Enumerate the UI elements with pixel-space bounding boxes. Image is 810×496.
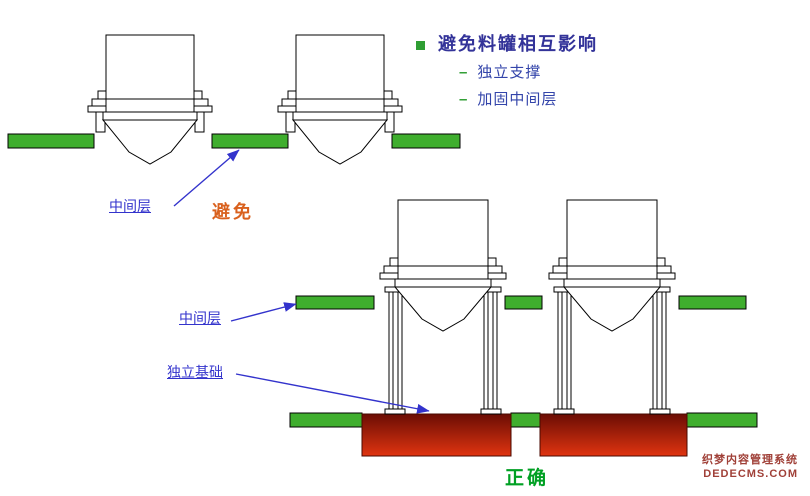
watermark: 织梦内容管理系统 DEDECMS.COM <box>630 453 798 481</box>
tank-top-right <box>277 34 403 165</box>
arrow-independent-foundation <box>235 373 430 414</box>
label-middle-layer-top: 中间层 <box>109 198 151 214</box>
watermark-line2: DEDECMS.COM <box>703 468 798 480</box>
tank-supported-right <box>548 199 676 415</box>
ground-bar-left <box>289 412 363 428</box>
label-middle-layer-bottom: 中间层 <box>179 310 221 326</box>
bullet-square-icon <box>416 41 425 50</box>
middle-layer-bar-bottom-right <box>678 295 747 310</box>
correct-label: 正确 <box>505 468 550 489</box>
sub-item-1: –独立支撑 <box>459 61 541 82</box>
sub-item-2: –加固中间层 <box>459 88 557 109</box>
ground-bar-center <box>510 412 541 428</box>
dash-icon: – <box>459 91 469 108</box>
avoid-label: 避免 <box>212 202 254 222</box>
dash-icon: – <box>459 64 469 81</box>
arrow-middle-layer-bottom <box>230 302 297 322</box>
tank-top-left <box>87 34 213 165</box>
arrow-middle-layer-top <box>173 149 240 207</box>
label-independent-foundation: 独立基础 <box>167 364 223 380</box>
middle-layer-bar-top-center <box>211 133 289 149</box>
foundation-block-right <box>539 413 688 457</box>
middle-layer-bar-bottom-center <box>504 295 543 310</box>
watermark-line1: 织梦内容管理系统 <box>702 454 798 466</box>
foundation-block-left <box>361 413 512 457</box>
heading-title: 避免料罐相互影响 <box>438 34 598 54</box>
sub-item-1-label: 独立支撑 <box>477 64 542 81</box>
middle-layer-bar-bottom-left <box>295 295 375 310</box>
tank-supported-left <box>379 199 507 415</box>
middle-layer-bar-top-left <box>7 133 95 149</box>
ground-bar-right <box>686 412 758 428</box>
sub-item-2-label: 加固中间层 <box>477 91 558 108</box>
middle-layer-bar-top-right <box>391 133 461 149</box>
